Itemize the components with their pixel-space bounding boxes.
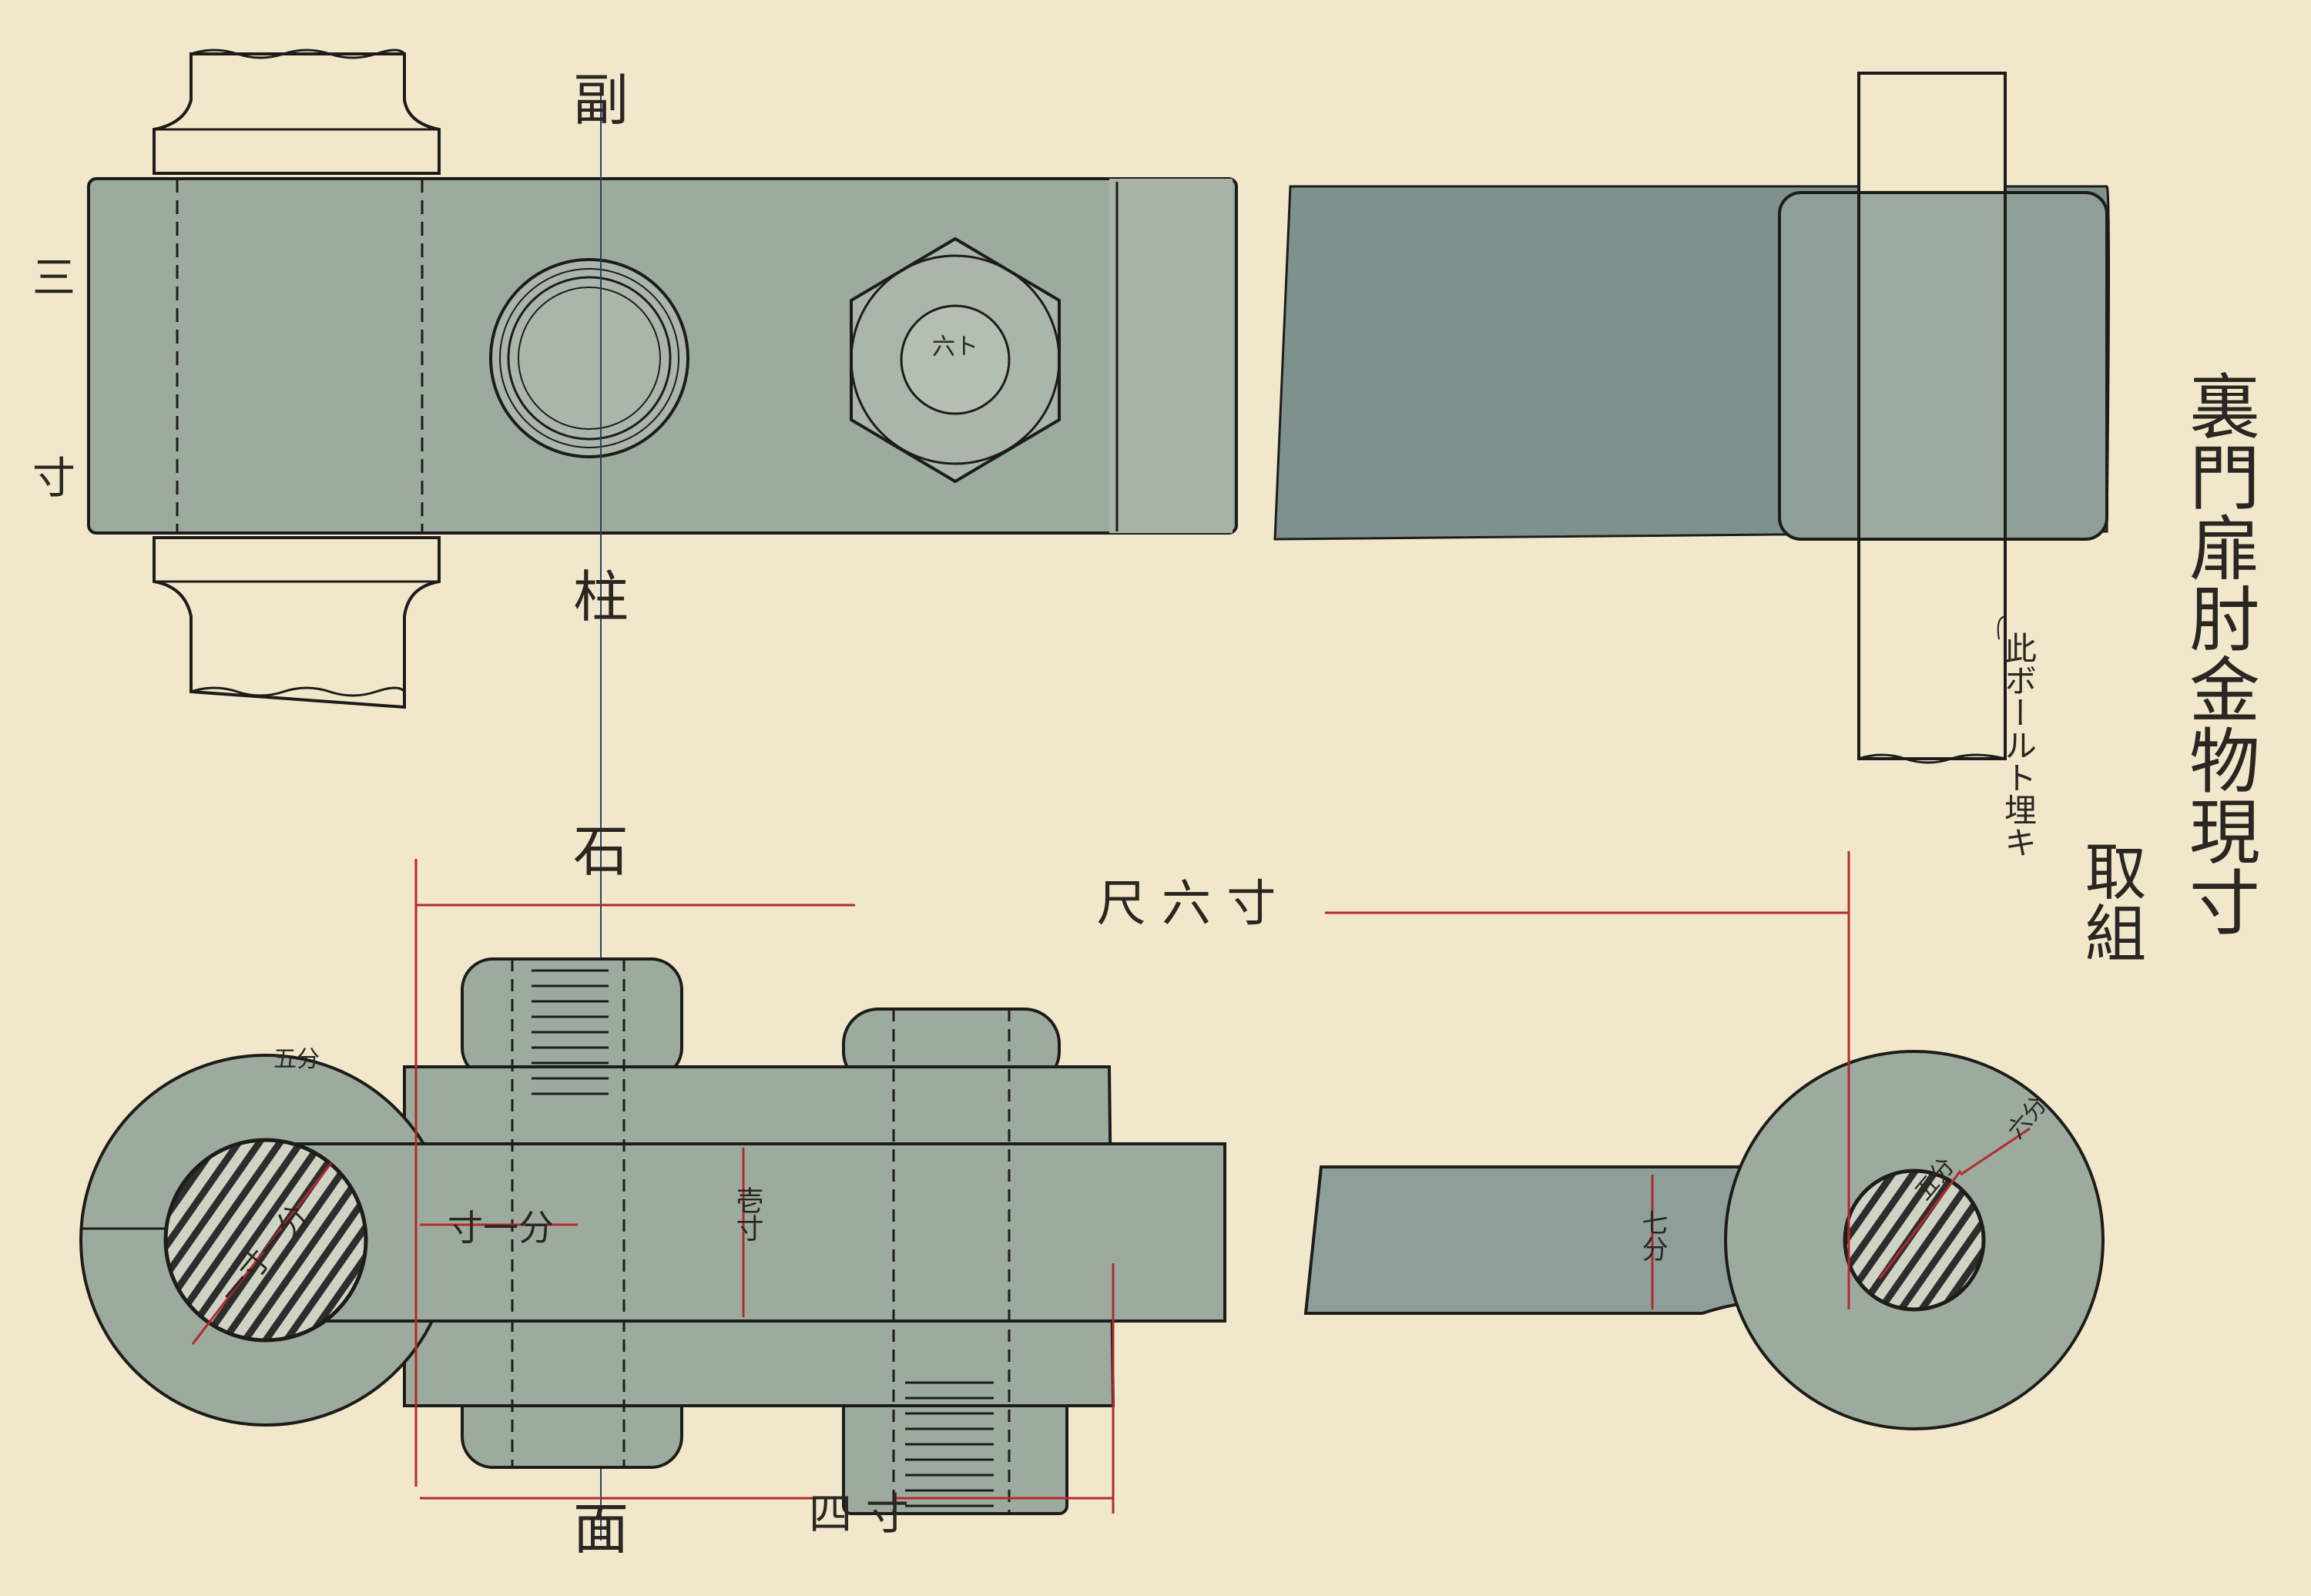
dim-right-strap-height: 七分	[1637, 1209, 1668, 1262]
hex-nut: 六ト	[850, 236, 1061, 484]
label-sun: 寸	[32, 454, 75, 504]
upper-pillar-stub	[153, 52, 441, 175]
drawing-title: 裏門扉肘金物現寸	[2178, 370, 2260, 937]
dim-gap: 寸一分	[448, 1207, 554, 1249]
dimension-lines	[191, 851, 2031, 1514]
top-right-plan-view	[1273, 72, 2110, 764]
label-men: 面	[573, 1497, 629, 1561]
drawing-subtitle: 取組	[2075, 840, 2147, 963]
label-ishi: 石	[573, 819, 629, 884]
labels: 副 柱 石 面 三 寸 此ボールト埋キ 裏門扉肘金物現寸 取組 尺 六 寸 四 …	[32, 68, 2260, 1561]
left-pin-section	[163, 1138, 368, 1343]
top-left-plan-view: 六ト	[87, 49, 1238, 1541]
nut-marking-label: 六ト	[932, 334, 978, 360]
dim-ring-width: 五分	[273, 1046, 320, 1073]
bolt-note: 此ボールト埋キ	[2000, 632, 2038, 858]
dim-strap-height: 壱寸	[732, 1186, 763, 1242]
hinge-strap	[264, 1142, 1226, 1323]
label-hashira: 柱	[573, 565, 629, 629]
dim-overall-length: 尺 六 寸	[1097, 876, 1276, 933]
bottom-elevation-view	[79, 957, 2105, 1515]
left-bolt-threads	[532, 969, 609, 1095]
label-san: 三	[32, 253, 75, 303]
dim-lower-length: 四 寸	[809, 1490, 909, 1540]
left-bolt-head	[461, 957, 683, 1080]
lower-pillar-stub	[153, 536, 441, 709]
round-bolt-head	[489, 258, 689, 458]
right-bolt-threads	[905, 1381, 994, 1507]
right-pin-section	[1843, 1168, 1986, 1312]
label-fuku: 副	[573, 68, 629, 132]
